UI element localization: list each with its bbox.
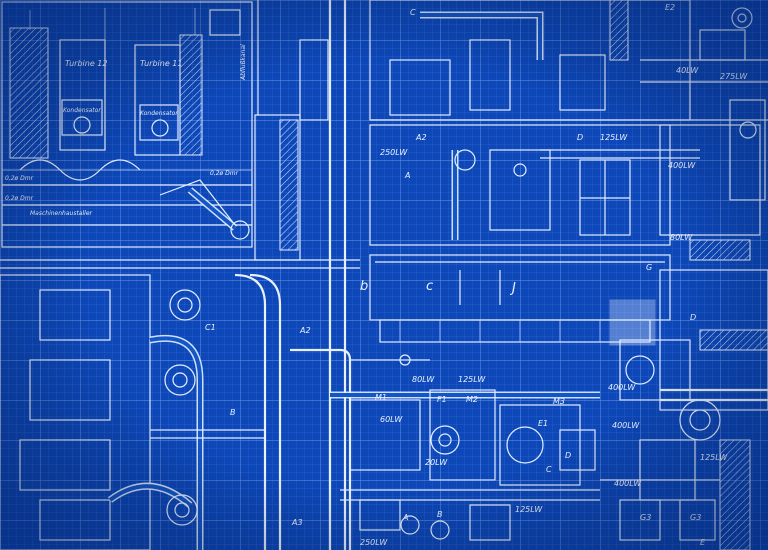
label-d-top: D [577,133,583,142]
label-125lw-low: 125LW [515,505,543,514]
label-a-mid: A [404,171,410,180]
label-400lw-right-c: 400LW [614,479,642,488]
label-g3-a: G3 [640,513,651,522]
label-c1: C1 [205,323,216,332]
label-125lw-mid: 125LW [458,375,486,384]
label-125lw-right: 125LW [700,453,728,462]
label-d-low: D [565,451,571,460]
label-a-low: A [402,513,408,522]
label-d-right: D [690,313,696,322]
label-f1: F1 [437,395,447,404]
label-m3: M3 [553,397,565,406]
label-80lw-low: 20LW [425,458,448,467]
label-b-left: B [230,408,236,417]
label-ozo-b: 0,2ø Dmr [5,195,34,202]
label-80lw-b: 80LW [412,375,435,384]
label-b-low: B [437,510,443,519]
label-kondensator-b: Kondensator [140,110,178,117]
label-ozo-c: 0,2ø Dmr [210,170,239,177]
label-kondensator-a: Kondensator [63,107,101,114]
label-c-mid: c [426,279,433,294]
label-250lw-low: 250LW [360,538,388,547]
label-e1: E1 [538,419,548,428]
label-m2: M2 [466,395,478,404]
label-m1: M1 [375,393,387,402]
label-400lw-top: 400LW [668,161,696,170]
label-g3-b: G3 [690,513,701,522]
label-a3: A3 [291,518,303,527]
label-40lw: 40LW [676,66,699,75]
label-c-low: C [546,465,552,474]
label-ozo-a: 0,2ø Dmr [5,175,34,182]
label-turbine-12: Turbine 12 [65,59,107,68]
label-275lw: 275LW [720,72,748,81]
label-maschinen: Maschinenhaustaller [30,210,93,217]
label-a2-mid: A2 [299,326,311,335]
label-250lw: 250LW [380,148,408,157]
label-400lw-right-b: 400LW [612,421,640,430]
label-e2: E2 [665,3,675,12]
label-80lw: 80LW [670,233,693,242]
label-b-mid: b [360,279,368,294]
label-turbine-11: Turbine 11 [140,59,182,68]
label-abfluss: Abflußkanal [240,44,247,81]
label-60lw: 60LW [380,415,403,424]
label-a2-top: A2 [415,133,427,142]
label-400lw-right-a: 400LW [608,383,636,392]
label-125lw-top: 125LW [600,133,628,142]
label-g-mid: G [646,263,652,272]
label-c-top: C [410,8,416,17]
